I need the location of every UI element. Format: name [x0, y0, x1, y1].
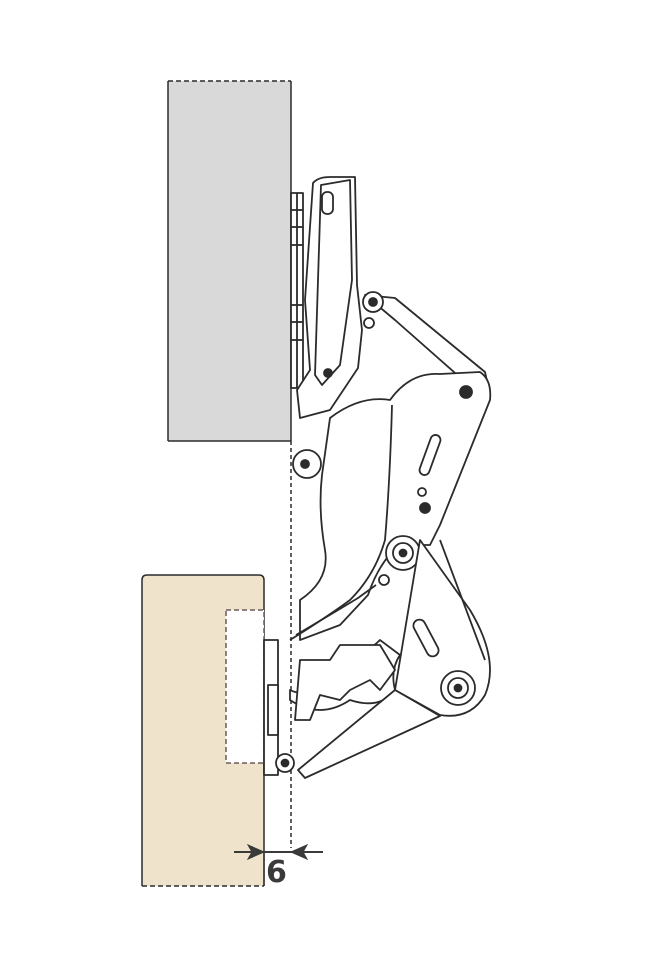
dimension-value: 6: [266, 855, 287, 890]
hinge-mechanism: [263, 176, 492, 779]
dimension-marker: [234, 843, 323, 886]
hinge-cup-recess: [225, 609, 265, 764]
cabinet-side-panel: [167, 80, 292, 442]
arrow-right-icon: [246, 843, 266, 861]
arrow-left-icon: [289, 843, 309, 861]
door-panel: [141, 574, 265, 887]
